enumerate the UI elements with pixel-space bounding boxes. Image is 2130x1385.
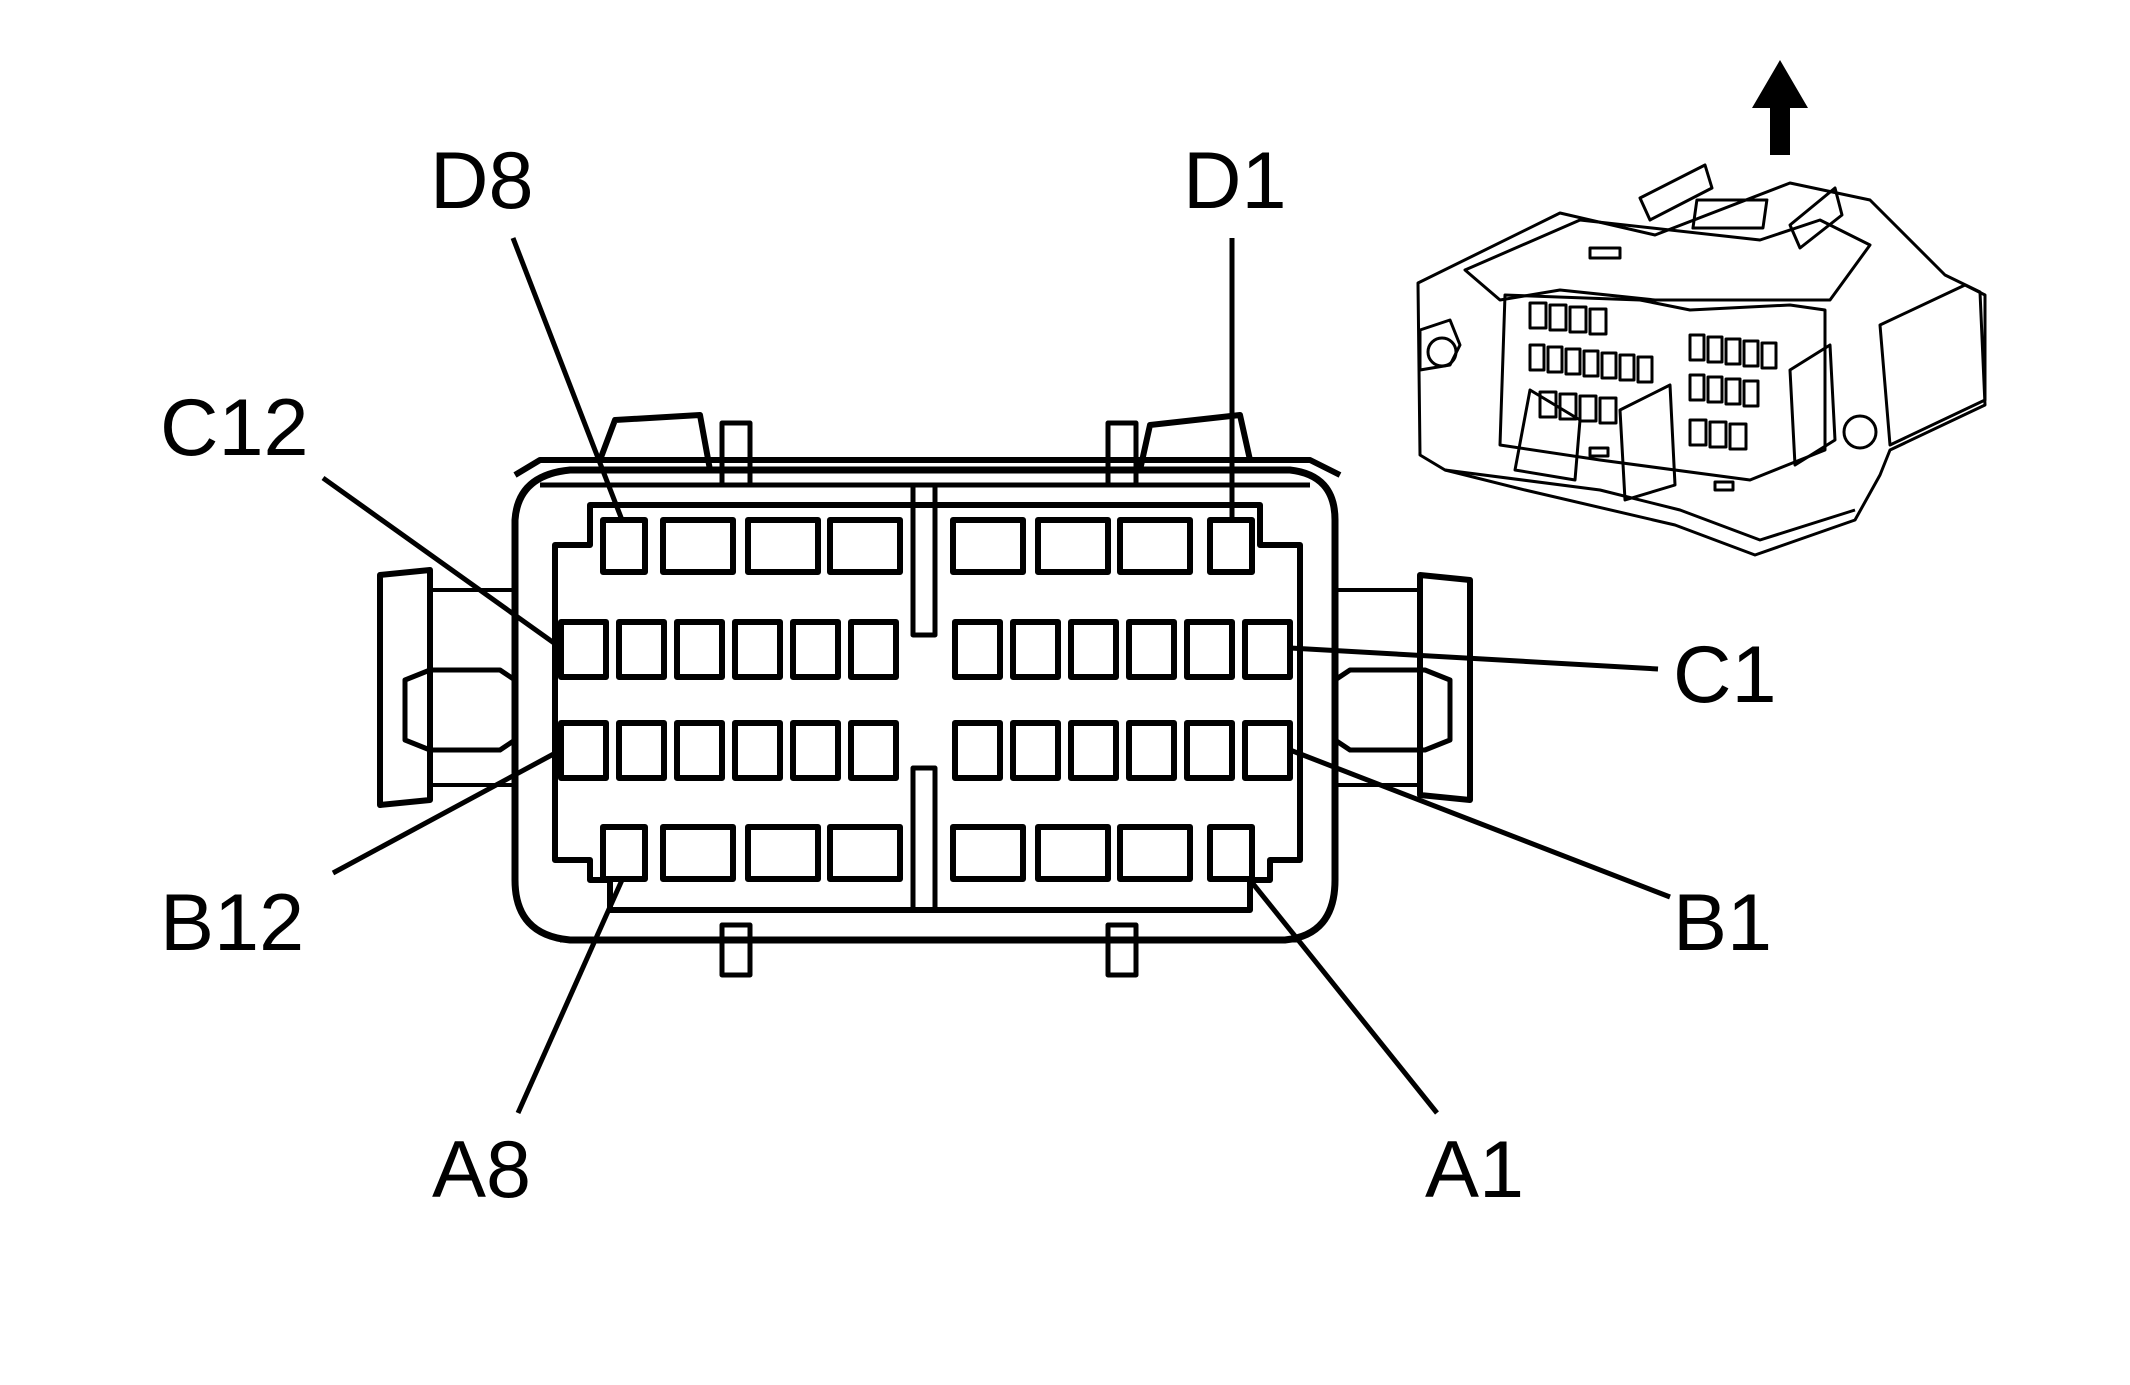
label-b12: B12 <box>160 878 304 968</box>
label-a1: A1 <box>1425 1125 1524 1215</box>
cavity-b8 <box>790 720 841 781</box>
cavity-c3 <box>1126 619 1177 680</box>
cavity-c6 <box>952 619 1003 680</box>
cavity-b1 <box>1242 720 1293 781</box>
iso-latch-top-left <box>1638 163 1714 222</box>
side-latch-left-body <box>402 667 518 753</box>
cavity-a1 <box>1207 824 1255 882</box>
label-c12: C12 <box>160 383 309 473</box>
iso-cavity-grid <box>1528 301 1778 451</box>
cavity-d4 <box>950 517 1026 575</box>
cavity-d1 <box>1207 517 1255 575</box>
cavity-d8 <box>600 517 648 575</box>
cavity-c12 <box>558 619 609 680</box>
cavity-b3 <box>1126 720 1177 781</box>
cavity-b10 <box>674 720 725 781</box>
bottom-stud-right <box>1105 922 1139 978</box>
iso-bottom-slot-right <box>1713 480 1735 492</box>
cavity-d3 <box>1035 517 1111 575</box>
cavity-b11 <box>616 720 667 781</box>
cavity-c7 <box>848 619 899 680</box>
cavity-d6 <box>745 517 821 575</box>
connector-isometric-icon <box>1416 163 1987 557</box>
label-d1: D1 <box>1183 136 1287 226</box>
iso-bottom-rim <box>1444 468 1856 542</box>
iso-bottom-slot-left <box>1588 446 1610 458</box>
cavity-d2 <box>1117 517 1193 575</box>
top-rim <box>513 457 1342 478</box>
cavity-a3 <box>1035 824 1111 882</box>
iso-side-boss-left <box>1426 336 1458 368</box>
centre-key-top <box>910 482 938 638</box>
iso-front-face <box>1498 293 1827 482</box>
cavity-a6 <box>745 824 821 882</box>
cavity-c8 <box>790 619 841 680</box>
top-stud-left <box>719 420 753 488</box>
cavity-b7 <box>848 720 899 781</box>
cavity-row-c <box>558 619 1293 680</box>
leader-c1 <box>1289 645 1659 672</box>
cavity-b4 <box>1068 720 1119 781</box>
leader-b12 <box>331 747 563 876</box>
iso-latch-top-right <box>1788 186 1844 250</box>
up-arrow-icon <box>1752 60 1808 155</box>
cavity-b5 <box>1010 720 1061 781</box>
cavity-b12 <box>558 720 609 781</box>
label-c1: C1 <box>1673 630 1777 720</box>
cavity-a5 <box>827 824 903 882</box>
cavity-row-d <box>600 517 1255 575</box>
side-latch-right <box>1417 572 1473 803</box>
top-latch-right <box>1137 412 1253 471</box>
cavity-d7 <box>660 517 736 575</box>
pin-labels: D8 D1 C12 C1 B12 B1 A8 A1 <box>160 136 1777 1215</box>
cavity-a4 <box>950 824 1026 882</box>
cavity-c10 <box>674 619 725 680</box>
leader-b1 <box>1289 747 1671 900</box>
iso-wall-right <box>1788 343 1837 467</box>
iso-top-slot <box>1588 246 1622 260</box>
centre-key-bottom <box>910 765 938 913</box>
cavity-c2 <box>1184 619 1235 680</box>
label-a8: A8 <box>432 1125 531 1215</box>
iso-top-deck <box>1463 218 1872 302</box>
cavity-d5 <box>827 517 903 575</box>
cavity-c9 <box>732 619 783 680</box>
leader-a1 <box>1248 878 1439 1115</box>
cavity-c5 <box>1010 619 1061 680</box>
iso-wall-left <box>1513 388 1582 482</box>
top-stud-right <box>1105 420 1139 488</box>
cavity-b2 <box>1184 720 1235 781</box>
side-latch-left <box>377 567 433 808</box>
cavity-a8 <box>600 824 648 882</box>
leader-lines <box>321 237 1671 1115</box>
leader-c12 <box>321 475 563 651</box>
cavity-b9 <box>732 720 783 781</box>
cavity-c1 <box>1242 619 1293 680</box>
iso-key-slot <box>1691 198 1769 230</box>
iso-side-boss-right <box>1842 414 1878 450</box>
cavity-b6 <box>952 720 1003 781</box>
connector-face <box>377 412 1473 978</box>
label-d8: D8 <box>430 136 534 226</box>
label-b1: B1 <box>1673 878 1772 968</box>
side-latch-right-body <box>1332 667 1453 753</box>
cavity-c11 <box>616 619 667 680</box>
cavity-row-a <box>600 824 1255 882</box>
leader-d8 <box>510 237 625 521</box>
bottom-stud-left <box>719 922 753 978</box>
leader-a8 <box>515 878 625 1115</box>
cavity-a2 <box>1117 824 1193 882</box>
iso-side-latch-right <box>1878 283 1987 447</box>
iso-wall-mid <box>1618 383 1677 502</box>
top-latch-left <box>597 412 713 471</box>
cavity-c4 <box>1068 619 1119 680</box>
cavity-a7 <box>660 824 736 882</box>
